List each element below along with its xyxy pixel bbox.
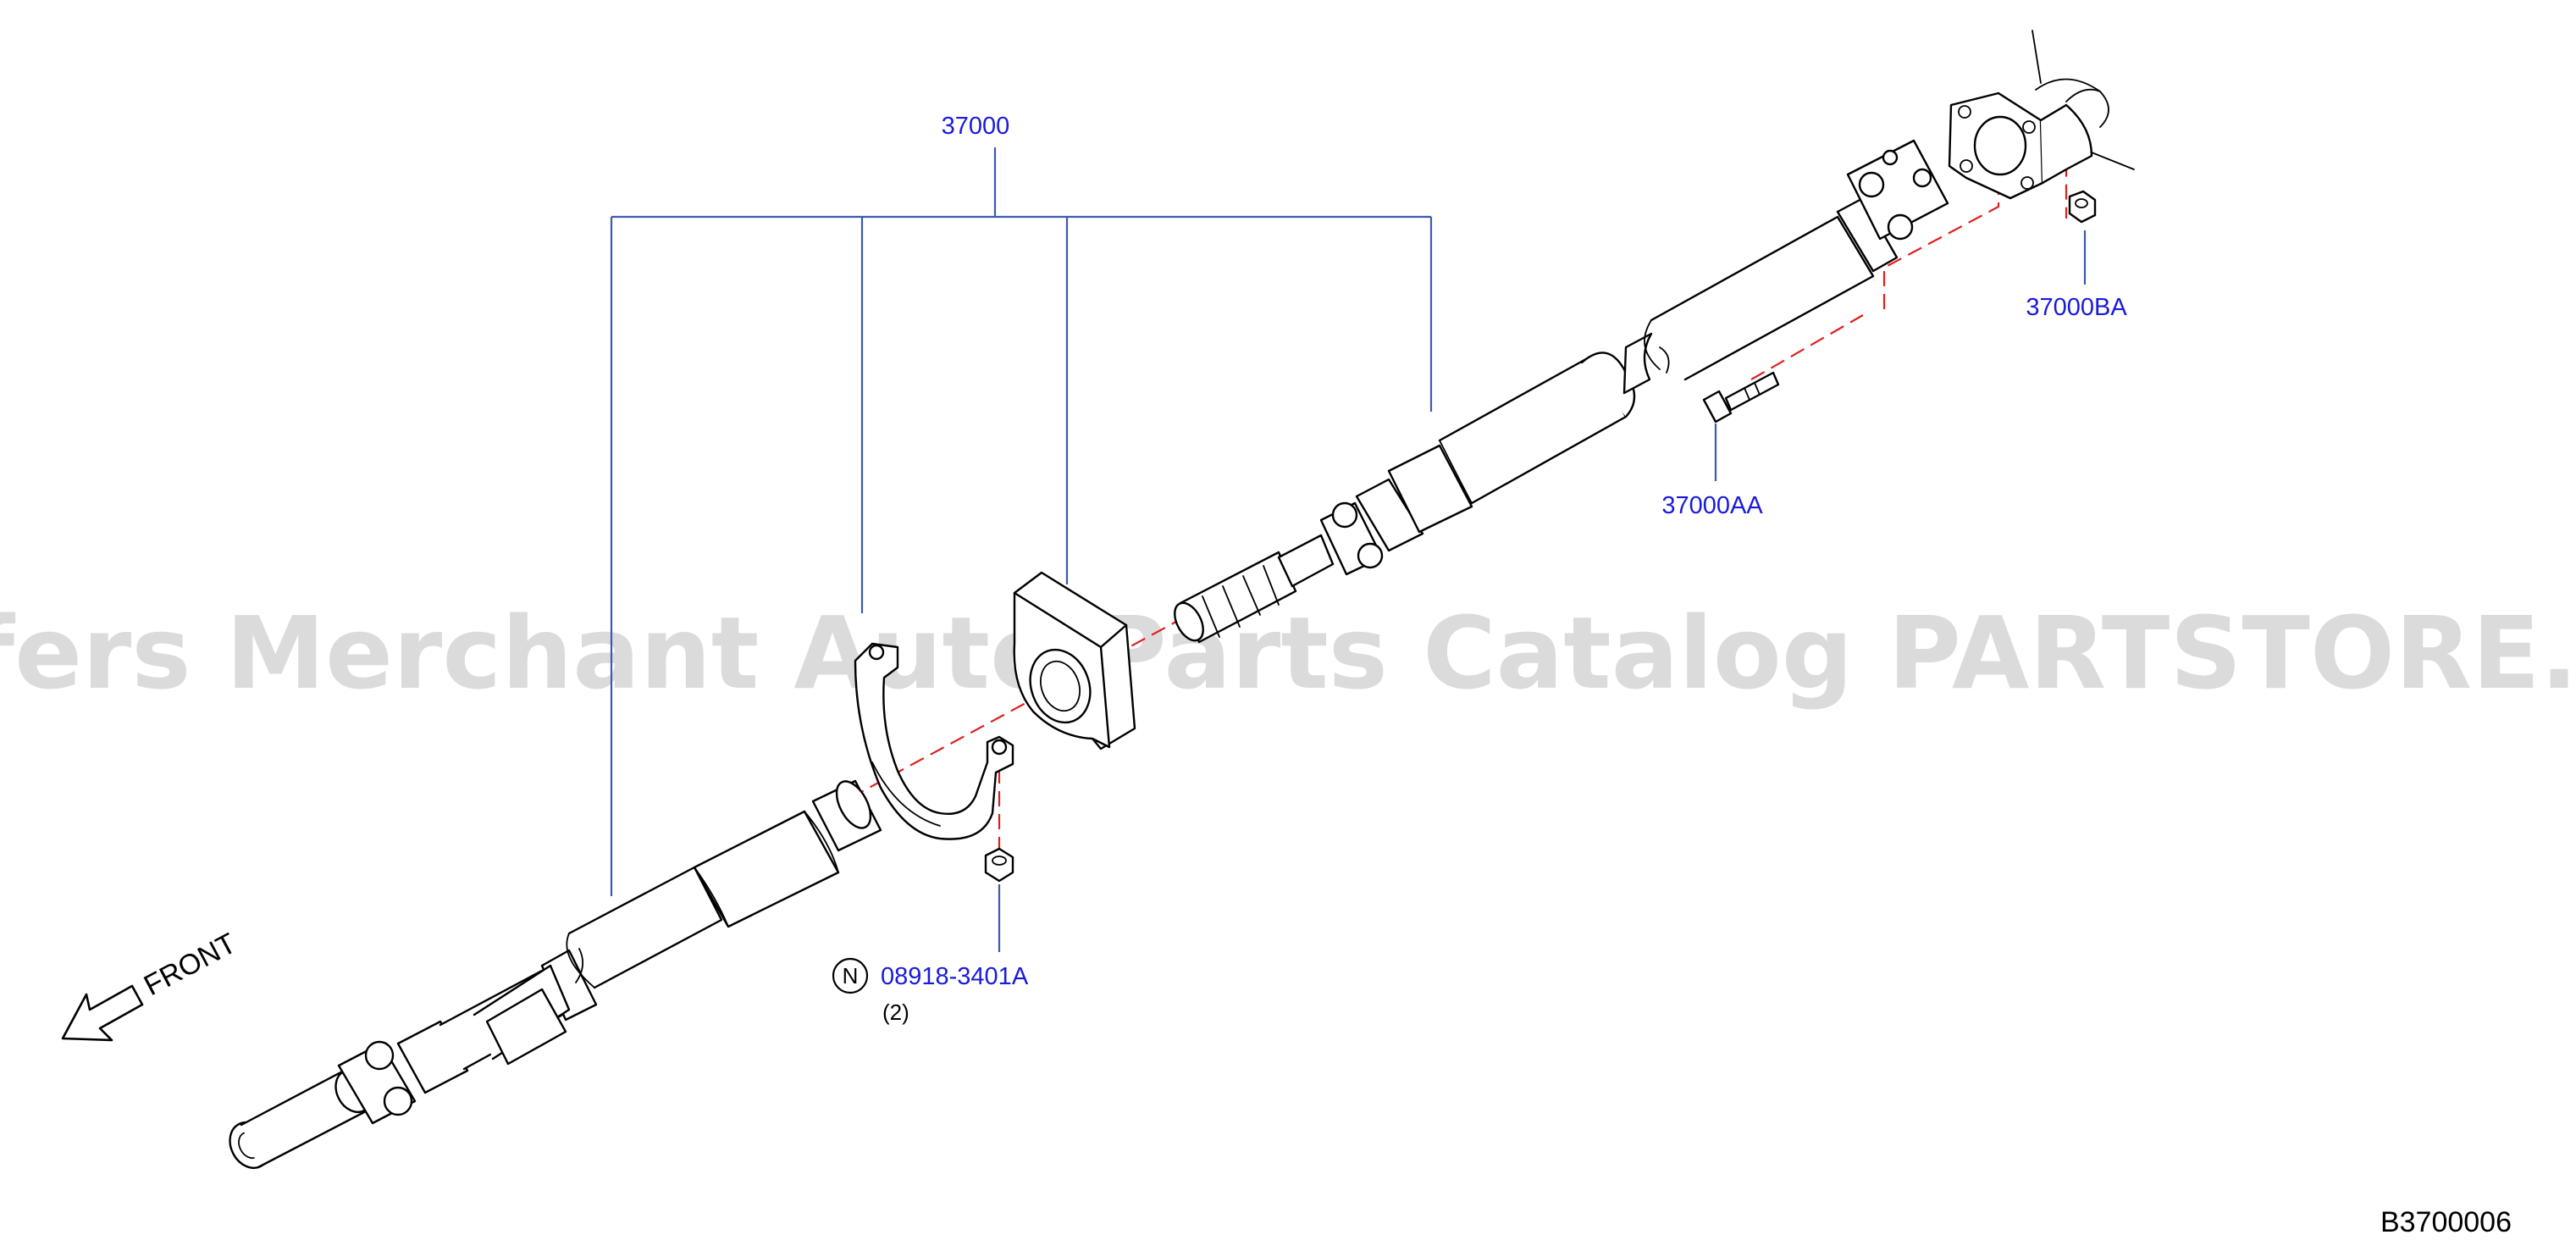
watermark-text: Offers Merchant Auto Parts Catalog PARTS… (0, 595, 2576, 712)
center-bearing-insulator[interactable] (1013, 571, 1136, 750)
callout-nut-bearing-group: N 08918-3401A (2) (832, 957, 1029, 1025)
assembly-leader-lines (610, 147, 1433, 896)
front-shaft[interactable] (222, 776, 882, 1175)
callout-assembly[interactable]: 37000 (942, 113, 1010, 140)
callout-nut-bearing[interactable]: 08918-3401A (881, 963, 1029, 990)
companion-flange[interactable] (1948, 30, 2135, 200)
front-label: FRONT (139, 928, 241, 1003)
new-part-marker-letter: N (843, 963, 859, 988)
front-arrow-icon (61, 984, 144, 1042)
front-direction-indicator: FRONT (61, 928, 241, 1042)
new-part-marker-icon (832, 957, 869, 994)
center-bearing-bracket[interactable] (854, 642, 1014, 840)
callout-nut-flange[interactable]: 37000BA (2026, 294, 2127, 321)
diagram-code: B3700006 (2380, 1206, 2512, 1238)
callout-nut-bearing-quantity: (2) (882, 1000, 909, 1025)
nut-flange-part[interactable] (2068, 190, 2097, 224)
bolt-flange-part[interactable] (1702, 371, 1780, 424)
rear-shaft[interactable] (1169, 139, 1949, 645)
nut-bearing-part[interactable] (984, 847, 1014, 883)
callout-bolt-flange[interactable]: 37000AA (1661, 492, 1763, 519)
